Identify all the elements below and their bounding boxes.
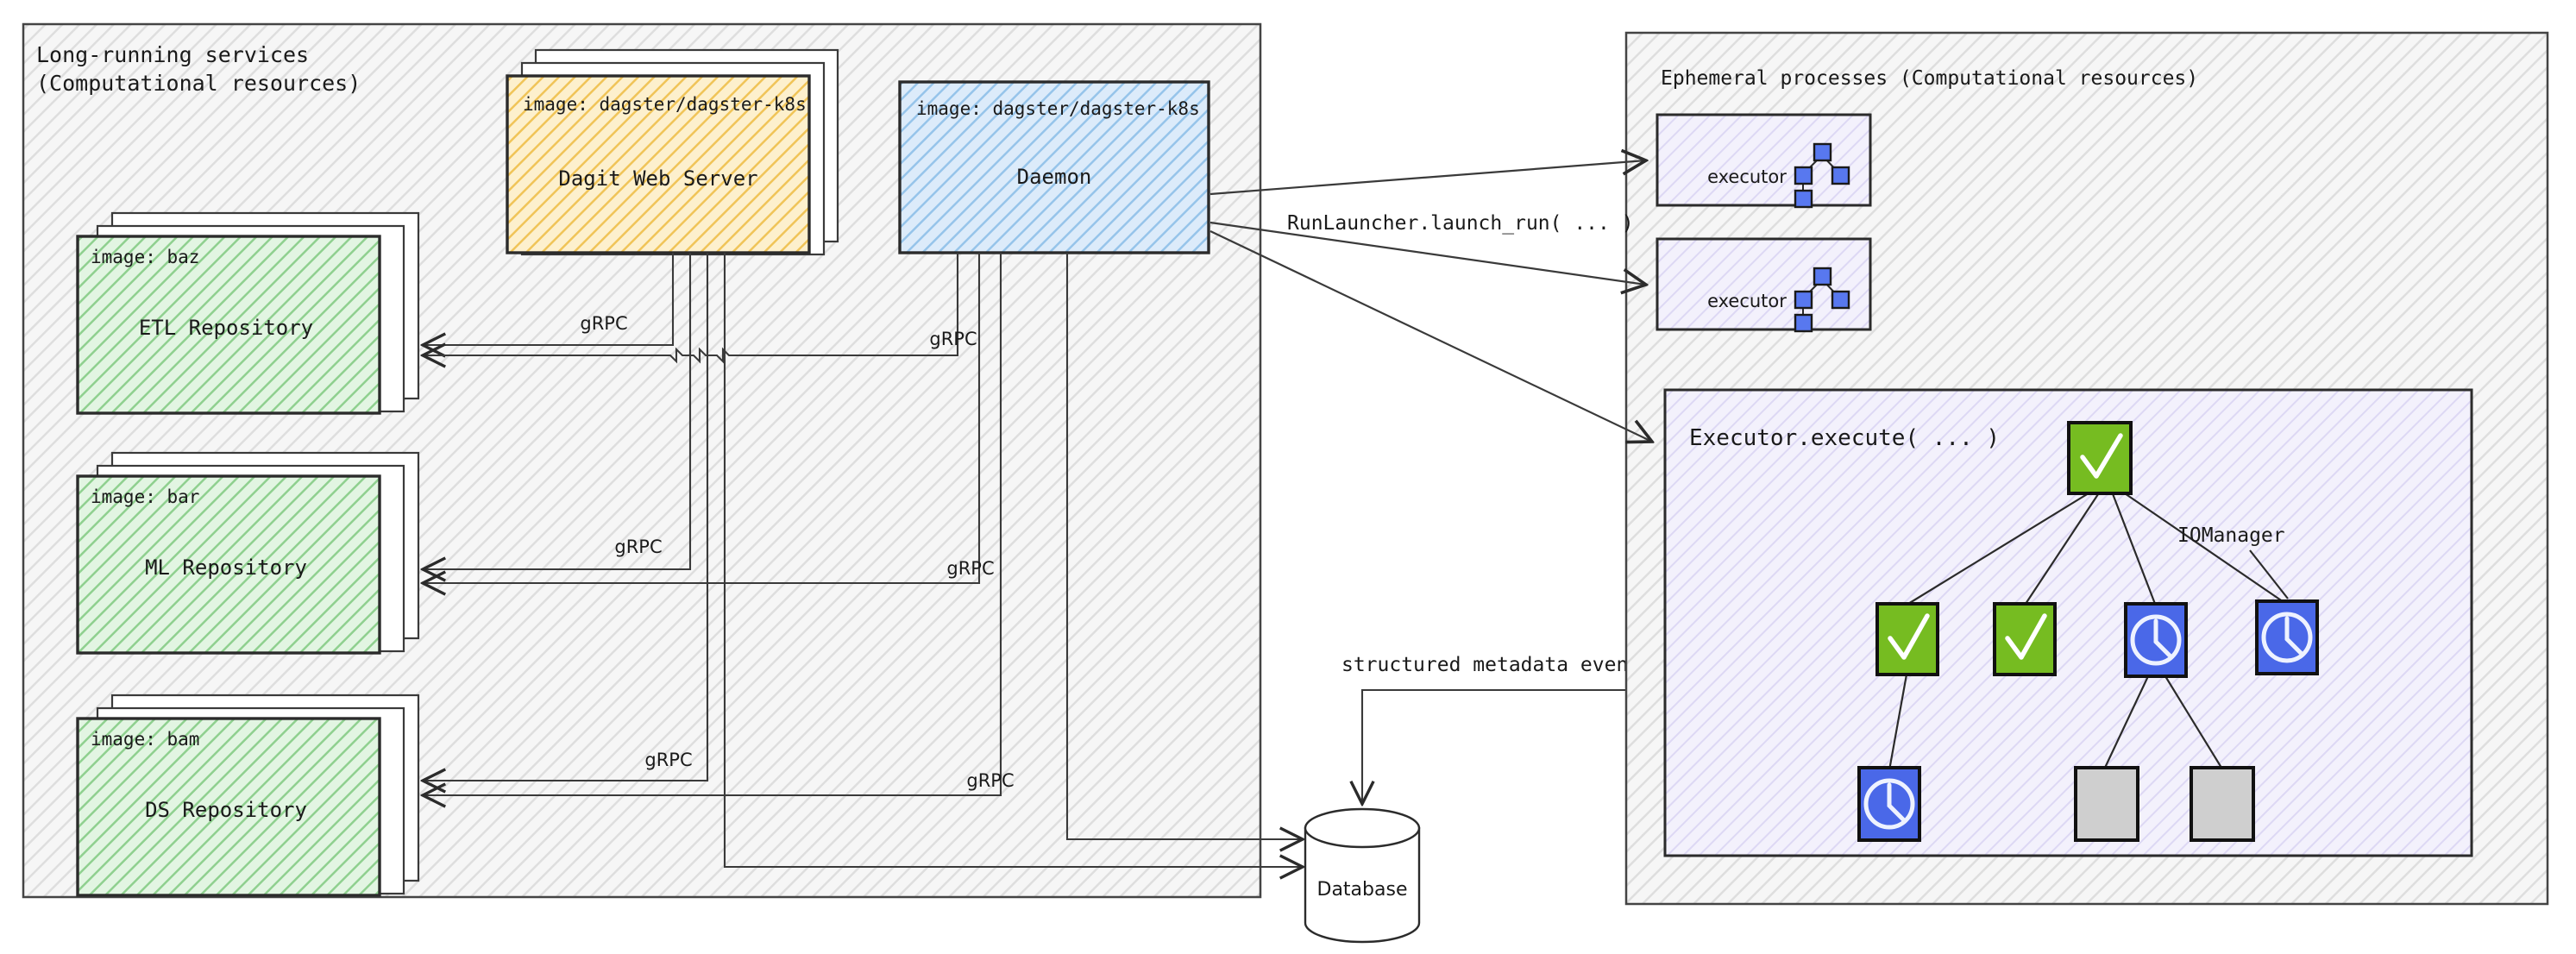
clock-icon	[1863, 778, 1915, 830]
dag-node-n6[interactable]	[2074, 766, 2139, 842]
daemon-image-label: image: dagster/dagster-k8s	[916, 98, 1200, 119]
grpc-connectors	[423, 253, 1002, 795]
edge-dagit-database	[723, 253, 1303, 867]
clock-icon	[2130, 614, 2182, 666]
repository-ds[interactable]: image: bam DS Repository	[76, 694, 420, 897]
service-daemon[interactable]: image: dagster/dagster-k8s Daemon	[898, 80, 1210, 254]
right-panel-title: Ephemeral processes (Computational resou…	[1661, 67, 2198, 90]
iomanager-leader-line	[2249, 549, 2289, 599]
grpc-labels: gRPC gRPC gRPC gRPC gRPC gRPC	[580, 313, 1014, 791]
edge-daemon-execute-panel	[1209, 230, 1652, 442]
executor-2-card[interactable]	[1656, 237, 1872, 331]
dag-edge-n3-n6	[2104, 675, 2149, 769]
dag-graph-icon	[1794, 267, 1850, 333]
check-icon	[1888, 613, 1930, 660]
edge-dagit-ml	[423, 253, 692, 569]
executor-2-label: executor	[1707, 291, 1787, 311]
dagit-image-label: image: dagster/dagster-k8s	[523, 94, 807, 115]
grpc-label-5: gRPC	[644, 750, 692, 770]
daemon-card[interactable]	[898, 80, 1210, 254]
ml-image-label: image: bar	[91, 486, 199, 507]
dag-node-n3[interactable]	[2124, 602, 2188, 678]
check-icon	[2080, 433, 2123, 479]
dag-edge-n0-n2	[2025, 491, 2101, 605]
node-pending-box[interactable]	[2074, 766, 2139, 842]
dag-edge-n0-n1	[1907, 491, 2092, 605]
grpc-label-1: gRPC	[580, 313, 627, 334]
edge-dagit-etl	[423, 253, 675, 345]
node-pending-box[interactable]	[2190, 766, 2255, 842]
launch-run-edges	[1209, 160, 1652, 442]
dag-graph-icon	[1794, 142, 1850, 209]
left-panel-title-line2: (Computational resources)	[36, 71, 361, 96]
dagit-card[interactable]	[506, 74, 811, 254]
execute-panel: Executor.execute( ... )	[1663, 388, 2473, 857]
grpc-label-6: gRPC	[966, 770, 1014, 791]
dag-node-n0[interactable]	[2067, 421, 2133, 495]
ml-card[interactable]	[76, 474, 381, 655]
edge-daemon-ds	[423, 253, 1002, 795]
database-label: Database	[1317, 879, 1408, 901]
grpc-label-2: gRPC	[929, 329, 977, 349]
repository-ml[interactable]: image: bar ML Repository	[76, 451, 420, 655]
executor-1[interactable]: executor	[1656, 113, 1872, 209]
dag-node-n7[interactable]	[2190, 766, 2255, 842]
dag-edge-n1-n5	[1888, 674, 1908, 771]
dag-node-n2[interactable]	[1993, 602, 2057, 676]
clock-hands-icon	[2153, 618, 2172, 658]
ml-name: ML Repository	[145, 555, 307, 580]
node-success-box[interactable]	[2067, 421, 2133, 495]
grpc-label-3: gRPC	[614, 537, 662, 557]
check-icon	[2005, 613, 2047, 660]
dag-node-n1[interactable]	[1875, 602, 1939, 676]
execute-panel-title: Executor.execute( ... )	[1689, 425, 2000, 451]
dag-edge-n0-n3	[2110, 491, 2157, 605]
database-cylinder-body	[1304, 826, 1421, 944]
etl-card[interactable]	[76, 235, 381, 415]
ds-image-label: image: bam	[91, 729, 199, 750]
dag-edges	[1888, 491, 2287, 771]
edge-daemon-ml	[423, 253, 981, 583]
left-panel-title-line1: Long-running services	[36, 42, 309, 67]
metadata-events-label: structured metadata events	[1341, 654, 1652, 676]
database-cylinder-top	[1304, 807, 1421, 849]
edge-dagit-ds	[423, 253, 709, 781]
daemon-name: Daemon	[1017, 165, 1092, 189]
service-dagit[interactable]: image: dagster/dagster-k8s Dagit Web Ser…	[506, 48, 839, 256]
executor-1-card[interactable]	[1656, 113, 1872, 207]
launch-run-label: RunLauncher.launch_run( ... )	[1287, 212, 1634, 235]
clock-icon	[2261, 612, 2313, 663]
executor-1-label: executor	[1707, 166, 1787, 187]
dag-edge-n0-n4	[2121, 491, 2287, 605]
executor-2[interactable]: executor	[1656, 237, 1872, 333]
database-connectors	[723, 253, 1303, 867]
etl-image-label: image: baz	[91, 247, 199, 267]
edge-daemon-executor-1	[1209, 160, 1646, 196]
dag-node-n4[interactable]	[2255, 599, 2319, 675]
repository-etl[interactable]: image: baz ETL Repository	[76, 211, 420, 415]
etl-name: ETL Repository	[139, 316, 313, 340]
clock-hands-icon	[1887, 782, 1906, 822]
dagit-name: Dagit Web Server	[558, 166, 757, 191]
edge-daemon-database	[1065, 253, 1303, 839]
dag-node-n5[interactable]	[1857, 766, 1921, 842]
ds-card[interactable]	[76, 717, 381, 897]
edge-daemon-etl	[423, 253, 959, 361]
edge-daemon-executor-2	[1209, 221, 1646, 285]
ds-name: DS Repository	[145, 798, 307, 822]
grpc-label-4: gRPC	[946, 558, 994, 579]
clock-hands-icon	[2284, 616, 2303, 656]
metadata-events-edge: structured metadata events	[1341, 654, 1665, 804]
database[interactable]: Database	[1304, 807, 1421, 944]
dag-edge-n3-n7	[2164, 675, 2222, 769]
iomanager-label: IOManager	[2177, 524, 2285, 547]
edge-executor-database	[1362, 688, 1665, 804]
